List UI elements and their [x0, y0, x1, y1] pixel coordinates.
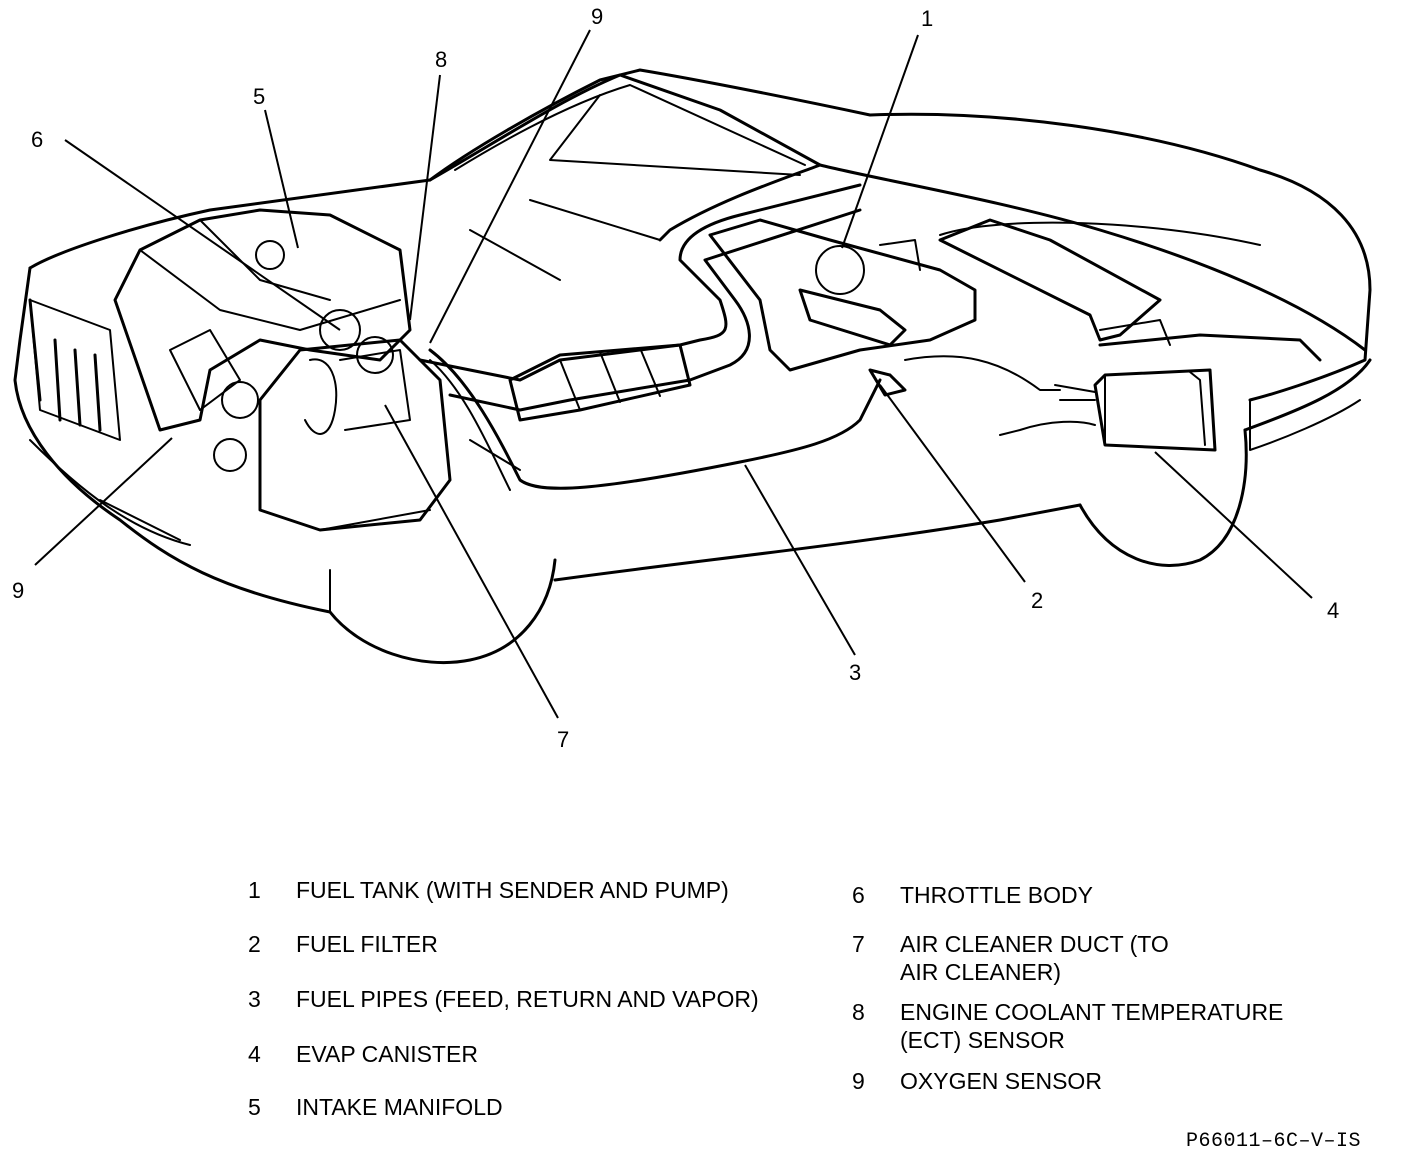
legend-label-line: FUEL PIPES (FEED, RETURN AND VAPOR)	[296, 986, 759, 1012]
evap-canister	[999, 368, 1217, 452]
callout-8: 8	[435, 47, 448, 72]
callout-1: 1	[921, 6, 934, 31]
callout-5: 5	[253, 84, 266, 109]
legend-label-line: FUEL FILTER	[296, 931, 438, 957]
legend-label: OXYGEN SENSOR	[900, 1067, 1102, 1095]
car-body-outline	[13, 68, 1372, 665]
legend-label: FUEL FILTER	[296, 930, 438, 958]
legend-label-line: AIR CLEANER DUCT (TO	[900, 931, 1169, 957]
legend-number: 9	[852, 1068, 865, 1094]
callout-9-top: 9	[591, 4, 604, 29]
callout-7: 7	[557, 727, 570, 752]
legend-label-line: EVAP CANISTER	[296, 1041, 478, 1067]
legend-label-line: FUEL TANK (WITH SENDER AND PUMP)	[296, 877, 729, 903]
legend-number: 2	[248, 931, 261, 957]
callout-9-left: 9	[12, 578, 25, 603]
legend-number: 6	[852, 882, 865, 908]
legend-number: 5	[248, 1094, 261, 1120]
legend-label: FUEL PIPES (FEED, RETURN AND VAPOR)	[296, 985, 759, 1013]
engine-assembly	[113, 208, 452, 532]
legend-number: 8	[852, 999, 865, 1025]
callout-leaders	[34, 29, 1313, 719]
legend-label: THROTTLE BODY	[900, 881, 1093, 909]
exhaust-system	[418, 183, 1322, 422]
callout-4: 4	[1327, 598, 1340, 623]
legend-label: EVAP CANISTER	[296, 1040, 478, 1068]
vehicle-fuel-system-diagram	[13, 29, 1372, 719]
legend-number: 4	[248, 1041, 261, 1067]
callout-3: 3	[849, 660, 862, 685]
legend-label-line: AIR CLEANER)	[900, 959, 1062, 985]
legend-number: 3	[248, 986, 261, 1012]
legend-label: FUEL TANK (WITH SENDER AND PUMP)	[296, 876, 729, 904]
legend-label-line: INTAKE MANIFOLD	[296, 1094, 503, 1120]
legend-number: 1	[248, 877, 261, 903]
legend-label-line: (ECT) SENSOR	[900, 1027, 1065, 1053]
legend-label: INTAKE MANIFOLD	[296, 1093, 503, 1121]
callout-6: 6	[31, 127, 44, 152]
legend-label: ENGINE COOLANT TEMPERATURE(ECT) SENSOR	[900, 998, 1283, 1054]
figure-code: P66011–6C–V–IS	[1186, 1130, 1362, 1153]
legend-number: 7	[852, 931, 865, 957]
legend-label-line: ENGINE COOLANT TEMPERATURE	[900, 999, 1284, 1025]
callout-2: 2	[1031, 588, 1044, 613]
fuel-tank	[708, 218, 977, 372]
legend-label-line: OXYGEN SENSOR	[900, 1068, 1102, 1094]
legend-label-line: THROTTLE BODY	[900, 882, 1093, 908]
